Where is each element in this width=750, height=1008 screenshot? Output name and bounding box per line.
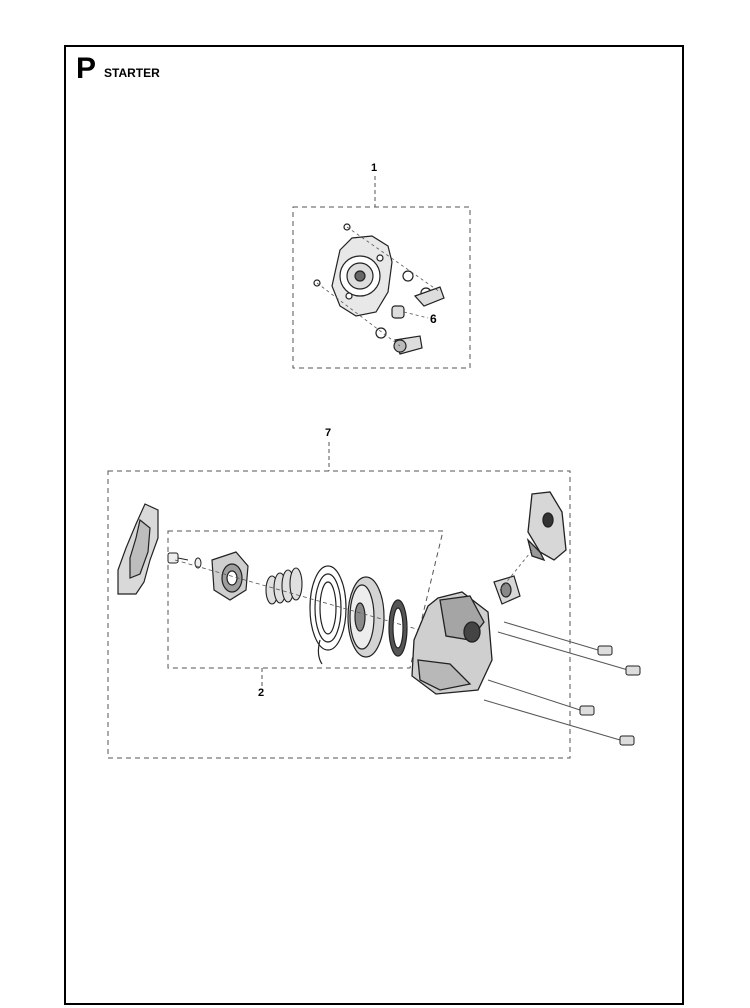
washer-ring bbox=[388, 599, 408, 657]
group-box-item-2 bbox=[167, 530, 444, 669]
section-letter: P bbox=[76, 52, 97, 85]
leader-lines bbox=[261, 176, 376, 686]
callout-6: 6 bbox=[430, 312, 437, 326]
callout-7: 7 bbox=[325, 427, 332, 439]
callout-2: 2 bbox=[258, 687, 265, 699]
coil-spring bbox=[265, 567, 303, 605]
group-box-item-7 bbox=[107, 470, 571, 759]
page-frame bbox=[64, 45, 684, 1005]
starter-handle bbox=[526, 491, 567, 562]
housing-screws bbox=[483, 621, 641, 746]
rope-pulley bbox=[347, 576, 385, 658]
item-1-pulley-assembly bbox=[313, 223, 445, 355]
screw-and-washer bbox=[167, 552, 202, 569]
starter-cover-plate bbox=[117, 503, 159, 595]
callout-1: 1 bbox=[371, 162, 378, 174]
section-title: STARTER bbox=[104, 66, 160, 80]
rope-grommet bbox=[493, 575, 521, 605]
starter-housing bbox=[411, 591, 493, 695]
group-box-item-1 bbox=[292, 206, 471, 369]
rewind-spring bbox=[309, 565, 347, 665]
group-boxes bbox=[107, 206, 571, 759]
